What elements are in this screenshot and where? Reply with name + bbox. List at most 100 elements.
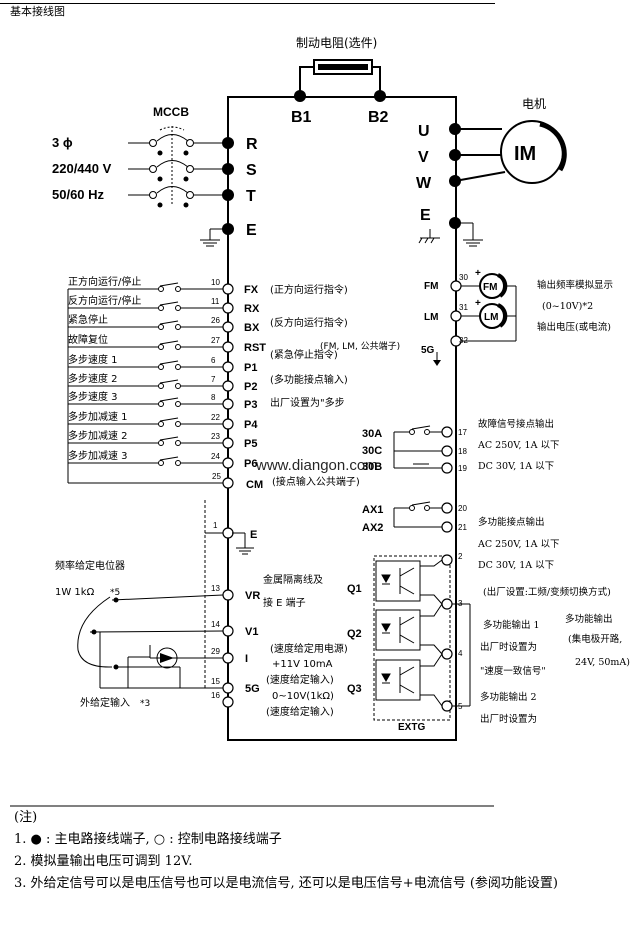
note-1: 1. ● : 主电路接线端子, ○ : 控制电路接线端子 xyxy=(14,832,282,847)
tr-desc-right-1: 多功能输出 xyxy=(565,613,613,625)
notes-title: (注) xyxy=(14,810,38,825)
terminal-number: 22 xyxy=(211,413,220,422)
svg-text:30A: 30A xyxy=(362,428,382,440)
ground-symbol-output xyxy=(418,222,483,247)
terminal-number: 23 xyxy=(211,432,220,441)
input-label: 故障复位 xyxy=(68,333,108,346)
aux-relay: AX1 AX2 20 21 xyxy=(362,501,467,534)
terminal-dot-b2 xyxy=(374,90,386,102)
pot-note: *5 xyxy=(110,588,120,598)
terminal-dot xyxy=(222,457,234,469)
terminal-dot xyxy=(222,437,234,449)
svg-text:4: 4 xyxy=(458,649,463,658)
svg-text:1: 1 xyxy=(213,521,218,530)
input-label: 多步速度 1 xyxy=(68,353,118,366)
terminal-dot xyxy=(222,321,234,333)
potentiometer-symbol xyxy=(77,594,224,689)
fault-relay: 30A 30C 30B 17 18 19 xyxy=(362,425,467,474)
terminal-label: RX xyxy=(244,303,260,315)
monitor-desc-2: (0~10V)*2 xyxy=(542,301,593,312)
terminal-label: BX xyxy=(244,322,260,334)
input-label: 反方向运行/停止 xyxy=(68,294,141,307)
watermark: www.diangon.com xyxy=(255,457,378,474)
svg-text:AX2: AX2 xyxy=(362,522,383,534)
ext-input-note: *3 xyxy=(140,699,150,709)
terminal-number: 27 xyxy=(211,336,220,345)
transistor-outputs: 2 3 4 5 Q1 Q2 Q3 EXTG xyxy=(347,552,471,733)
svg-text:Q3: Q3 xyxy=(347,683,362,695)
brake-wire-left xyxy=(299,66,314,93)
tr-desc-right-2: (集电极开路, xyxy=(568,633,622,645)
brake-resistor-label: 制动电阻(选件) xyxy=(296,36,377,50)
terminal-b2: B2 xyxy=(368,109,389,126)
input-label: 多步加减速 1 xyxy=(68,410,128,423)
monitor-outputs: FM LM 5G 30 31 32 FM LM + + xyxy=(421,268,517,366)
motor-shadow xyxy=(539,121,567,172)
terminal-label: P2 xyxy=(244,381,257,393)
svg-text:31: 31 xyxy=(459,303,468,312)
aux-extra: (出厂设置:工频/变频切换方式) xyxy=(483,586,611,598)
analog-desc-3: (速度给定输入) xyxy=(266,673,334,686)
terminal-e-output: E xyxy=(420,207,431,224)
tr-desc-left-4: 多功能输出 2 xyxy=(480,691,537,703)
terminal-label: RST xyxy=(244,342,266,354)
terminal-dot xyxy=(222,283,234,295)
terminal-dot xyxy=(222,398,234,410)
svg-text:EXTG: EXTG xyxy=(398,722,425,733)
pot-label: 频率给定电位器 xyxy=(55,559,125,572)
svg-text:LM: LM xyxy=(424,312,438,323)
fault-desc-2: AC 250V, 1A 以下 xyxy=(477,440,559,451)
svg-text:FM: FM xyxy=(424,281,438,292)
power-frequency: 50/60 Hz xyxy=(52,187,105,202)
terminal-desc: (多功能接点输入) xyxy=(270,373,348,386)
monitor-desc-3: 输出电压(或电流) xyxy=(537,321,611,333)
terminal-dot xyxy=(222,418,234,430)
terminal-dot-u xyxy=(449,123,461,135)
terminal-dot xyxy=(222,341,234,353)
terminal-b1: B1 xyxy=(291,109,312,126)
svg-text:2: 2 xyxy=(458,552,463,561)
analog-desc-2: +11V 10mA xyxy=(272,659,333,670)
power-voltage: 220/440 V xyxy=(52,161,112,176)
svg-text:E: E xyxy=(250,529,257,541)
aux-desc-2: AC 250V, 1A 以下 xyxy=(477,539,559,550)
aux-desc-1: 多功能接点输出 xyxy=(478,516,545,528)
terminal-number: 14 xyxy=(211,620,220,629)
svg-text:30B: 30B xyxy=(362,461,382,473)
svg-text:(接点输入公共端子): (接点输入公共端子) xyxy=(272,475,360,488)
input-label: 多步加减速 2 xyxy=(68,429,128,442)
svg-text:Q2: Q2 xyxy=(347,628,362,640)
ext-input-label: 外给定输入 xyxy=(80,696,130,709)
tr-desc-left-2: 出厂时设置为 xyxy=(480,641,537,653)
terminal-label: 5G xyxy=(245,683,260,695)
notes-section: (注) 1. ● : 主电路接线端子, ○ : 控制电路接线端子 2. 模拟量输… xyxy=(14,807,624,895)
terminal-label: P3 xyxy=(244,399,257,411)
svg-text:19: 19 xyxy=(458,464,467,473)
monitor-desc-1: 输出频率模拟显示 xyxy=(537,279,613,291)
terminal-desc: (反方向运行指令) xyxy=(270,316,348,329)
svg-text:21: 21 xyxy=(458,523,467,532)
common-note: (FM, LM, 公共端子) xyxy=(320,340,400,352)
terminal-number: 10 xyxy=(211,278,220,287)
terminal-e-input: E xyxy=(246,222,257,239)
terminal-dot-e-output xyxy=(449,217,461,229)
analog-terminal-15: 15 5G xyxy=(211,677,260,695)
terminal-label: P1 xyxy=(244,362,257,374)
terminal-label: VR xyxy=(245,590,260,602)
common-terminal: 25 CM (接点输入公共端子) xyxy=(68,472,360,491)
mccb-breaker xyxy=(128,126,222,208)
terminal-dot-b1 xyxy=(294,90,306,102)
note-2: 2. 模拟量输出电压可调到 12V. xyxy=(14,854,193,869)
terminal-desc: (正方向运行指令) xyxy=(270,283,348,296)
svg-text:CM: CM xyxy=(246,479,263,491)
terminal-number: 15 xyxy=(211,677,220,686)
svg-text:Q1: Q1 xyxy=(347,583,362,595)
input-label: 紧急停止 xyxy=(68,313,108,326)
motor-label: 电机 xyxy=(522,97,546,111)
